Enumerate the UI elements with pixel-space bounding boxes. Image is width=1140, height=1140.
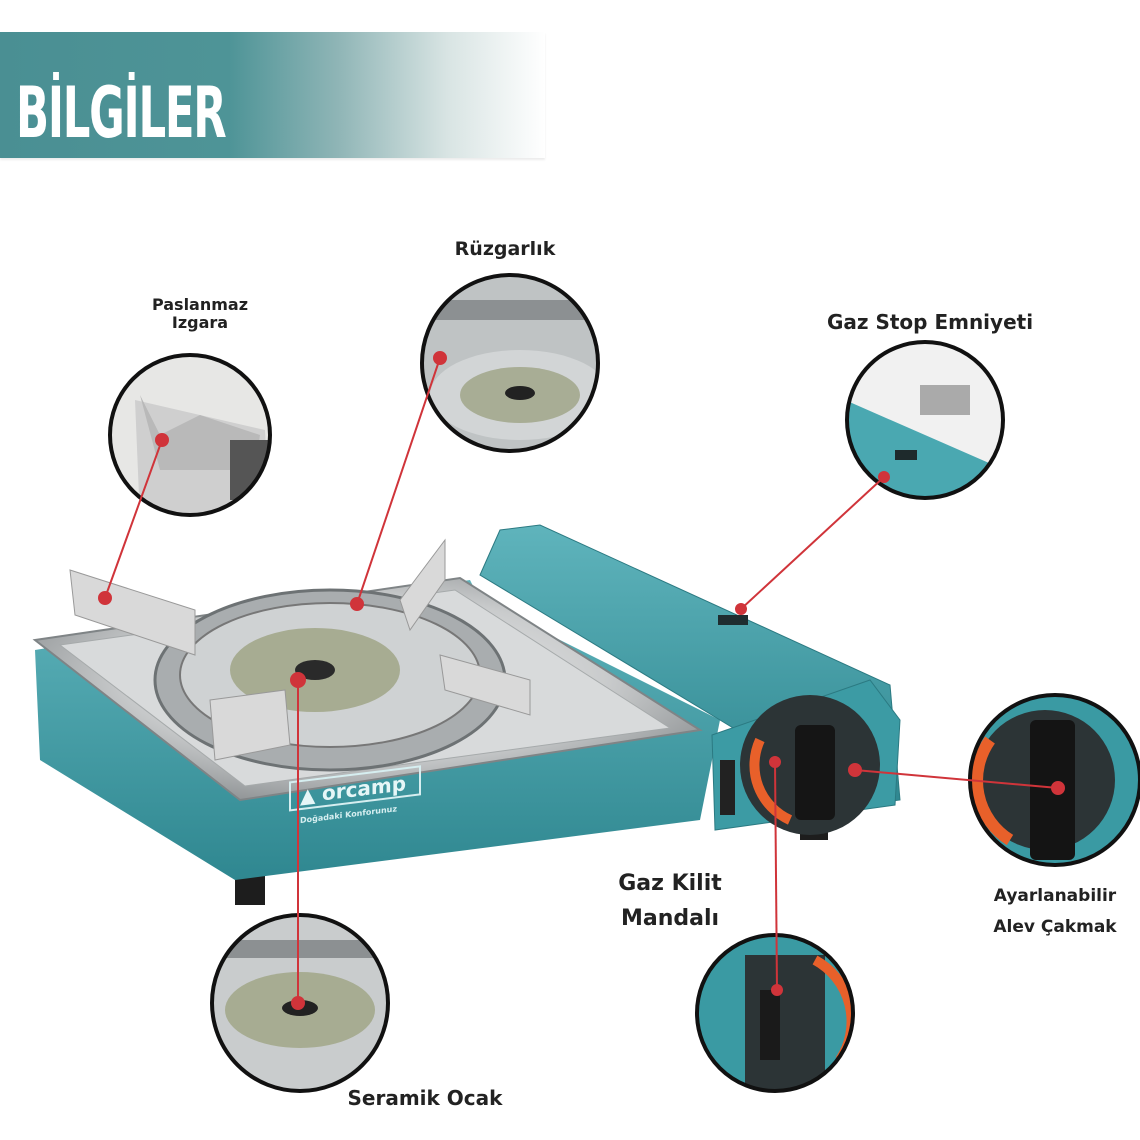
label-windshield: Rüzgarlık [454, 238, 556, 260]
callout-windshield [420, 273, 600, 453]
label-igniter: Ayarlanabilir Alev Çakmak [975, 881, 1135, 942]
pointer-igniter [854, 769, 1059, 789]
brand-logo-mark: ▲ [300, 782, 316, 808]
label-gas-lock-line1: Gaz Kilit [618, 871, 722, 896]
callout-gas-stop [845, 340, 1005, 500]
label-gas-stop: Gaz Stop Emniyeti [826, 310, 1034, 334]
page-title: BİLGİLER [16, 72, 227, 154]
label-ceramic: Seramik Ocak [347, 1086, 503, 1110]
pointer-gas-stop [740, 476, 885, 610]
callout-grate [108, 353, 272, 517]
pointer-grate [104, 439, 163, 599]
camping-stove: ▲ orcamp Doğadaki Konforunuz [32, 524, 901, 905]
pointer-windshield [356, 357, 441, 605]
label-grate-line1: Paslanmaz [151, 295, 249, 314]
label-igniter-line1: Ayarlanabilir [993, 886, 1117, 906]
callout-igniter [968, 693, 1140, 867]
label-gas-lock: Gaz Kilit Mandalı [600, 866, 740, 936]
label-igniter-line2: Alev Çakmak [993, 916, 1117, 937]
label-gas-lock-line2: Mandalı [620, 906, 720, 932]
pointer-gas-lock [774, 761, 778, 991]
callout-gas-lock [695, 933, 855, 1093]
label-grate-line2: Izgara [171, 312, 229, 332]
header-banner: BİLGİLER [0, 32, 545, 158]
pointer-lines [98, 351, 1065, 1010]
label-grate: Paslanmaz Izgara [130, 296, 270, 331]
